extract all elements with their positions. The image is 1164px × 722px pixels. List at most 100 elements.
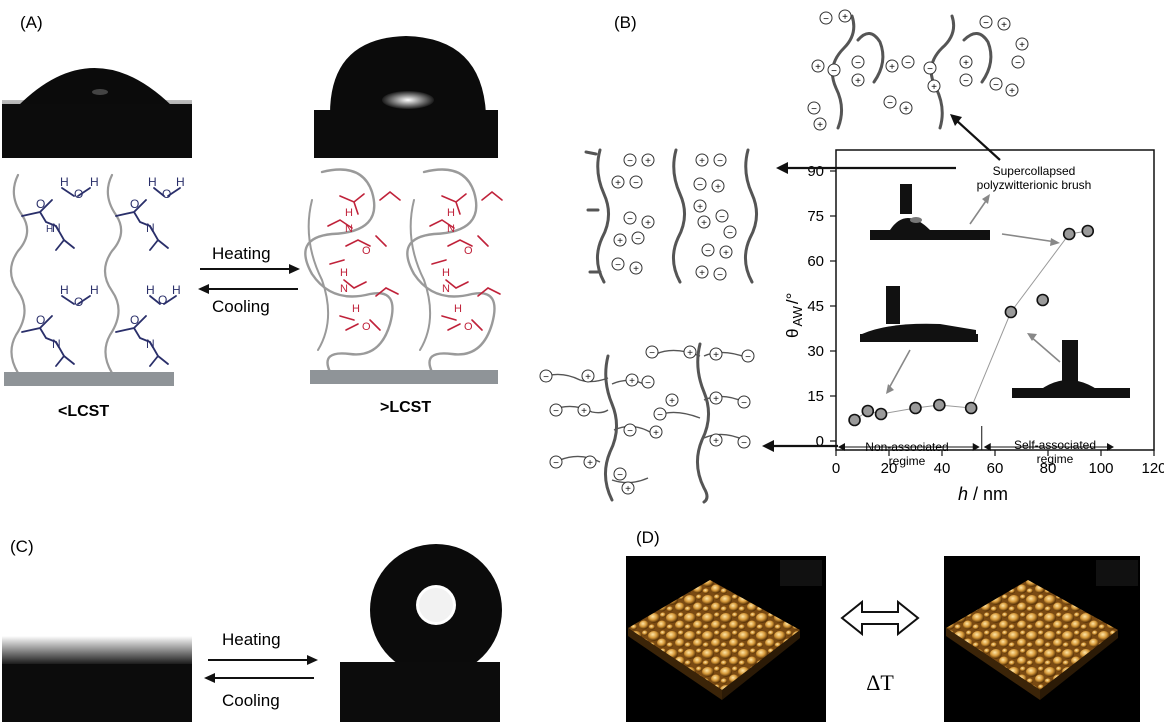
data-point <box>933 398 946 412</box>
y-tick-label: 75 <box>807 208 824 225</box>
plus-sign: − <box>905 58 911 69</box>
ion-pair: − + <box>623 423 663 439</box>
plus-sign: − <box>983 18 989 29</box>
minus-sign: + <box>669 396 675 407</box>
minus-sign: + <box>625 484 631 495</box>
ion-pair: − + <box>883 95 913 115</box>
plus-sign: − <box>615 260 621 271</box>
x-tick-label: 80 <box>1040 460 1057 477</box>
minus-sign: − <box>1015 58 1021 69</box>
plus-sign: + <box>687 348 693 359</box>
ion-pair: − + <box>851 55 865 87</box>
water-h: H <box>90 175 99 189</box>
minus-sign: − <box>831 66 837 77</box>
ion-pair: − + <box>613 467 635 495</box>
amide-o: O <box>362 321 371 333</box>
plus-sign: + <box>715 182 721 193</box>
data-point <box>1036 293 1049 307</box>
cooling-label-c: Cooling <box>222 691 280 710</box>
amide-n: N <box>52 337 61 351</box>
amide-o: O <box>464 321 473 333</box>
plus-sign: + <box>587 458 593 469</box>
ion-pair: − + <box>645 345 697 359</box>
minus-sign: − <box>635 234 641 245</box>
water-o: O <box>74 187 83 201</box>
ion-pair: − + <box>623 153 655 167</box>
plus-sign: − <box>649 348 655 359</box>
minus-sign: + <box>581 406 587 417</box>
droplet-image <box>340 540 502 722</box>
polymer-chains-below-lcst <box>9 173 181 375</box>
minus-sign: + <box>1019 40 1025 51</box>
data-point <box>1081 224 1095 238</box>
substrate-left <box>4 372 174 386</box>
amide-n: N <box>146 221 155 235</box>
plus-sign: + <box>699 268 705 279</box>
y-axis-symbol: θ <box>783 329 802 338</box>
y-tick-label: 90 <box>807 163 824 180</box>
ion-pair: − + <box>989 77 1019 97</box>
plus-sign: − <box>553 458 559 469</box>
plus-sign: + <box>585 372 591 383</box>
regime-arrow-head <box>972 443 980 451</box>
panel-b: (B) − + + − − + <box>539 9 1164 504</box>
amide-n: N <box>442 283 450 295</box>
plus-sign: − <box>719 212 725 223</box>
extended-brush-sketch: − + − + − + + − <box>539 342 755 504</box>
ion-pair: + − <box>709 391 751 409</box>
heating-label-c: Heating <box>222 630 281 649</box>
x-tick-label: 40 <box>934 460 951 477</box>
regime-left-line1: Non-associated <box>865 440 948 454</box>
ion-pair: − + <box>693 177 725 193</box>
annotation-line2: polyzwitterionic brush <box>977 178 1092 192</box>
collapsed-brush-sketch: − + + − − + + − <box>584 148 758 284</box>
amide-h: H <box>442 267 450 279</box>
x-tick-label: 100 <box>1088 460 1113 477</box>
bidirectional-arrow: ΔT <box>840 599 920 695</box>
plus-sign: + <box>1001 20 1007 31</box>
ion-pair: − + <box>819 9 852 25</box>
amide-n: N <box>52 221 61 235</box>
amide-o: O <box>36 197 45 211</box>
plus-sign: + <box>645 218 651 229</box>
regime-arrow-head <box>838 443 845 451</box>
minus-sign: − <box>633 178 639 189</box>
y-axis-unit: /° <box>783 293 802 305</box>
x-axis-symbol: h <box>958 484 968 504</box>
minus-sign: − <box>963 76 969 87</box>
minus-sign: + <box>713 350 719 361</box>
x-tick-label: 20 <box>881 460 898 477</box>
brush-pointer-arrows <box>762 114 1001 452</box>
ion-pair: + − <box>625 373 655 389</box>
amide-h: H <box>345 207 353 219</box>
data-point <box>861 404 875 418</box>
minus-sign: − <box>717 156 723 167</box>
ion-pair: − + <box>653 393 679 421</box>
heating-label-a: Heating <box>212 244 271 263</box>
plus-sign: − <box>543 372 549 383</box>
ion-pair: − + <box>923 61 941 93</box>
cooling-label-a: Cooling <box>212 297 270 316</box>
minus-sign: + <box>699 156 705 167</box>
minus-sign: + <box>697 202 703 213</box>
plus-sign: − <box>627 426 633 437</box>
water-h: H <box>148 175 157 189</box>
ion-pair: + − <box>885 55 915 73</box>
minus-sign: − <box>887 98 893 109</box>
ion-pair: + − <box>695 153 727 167</box>
afm-image-right <box>944 556 1140 722</box>
below-lcst-label: <LCST <box>58 403 109 420</box>
regime-left-line2: regime <box>889 454 926 468</box>
amide-o: O <box>130 313 139 327</box>
drop-inset-low <box>860 286 978 342</box>
regime-right-line2: regime <box>1037 452 1074 466</box>
y-axis-sub: AW <box>790 305 805 326</box>
plus-sign: − <box>993 80 999 91</box>
water-h: H <box>90 283 99 297</box>
panel-c-label: (C) <box>10 537 34 556</box>
amide-o: O <box>36 313 45 327</box>
y-tick-label: 30 <box>807 343 824 360</box>
above-lcst-label: >LCST <box>380 399 431 416</box>
panel-a: (A) <box>2 13 503 420</box>
